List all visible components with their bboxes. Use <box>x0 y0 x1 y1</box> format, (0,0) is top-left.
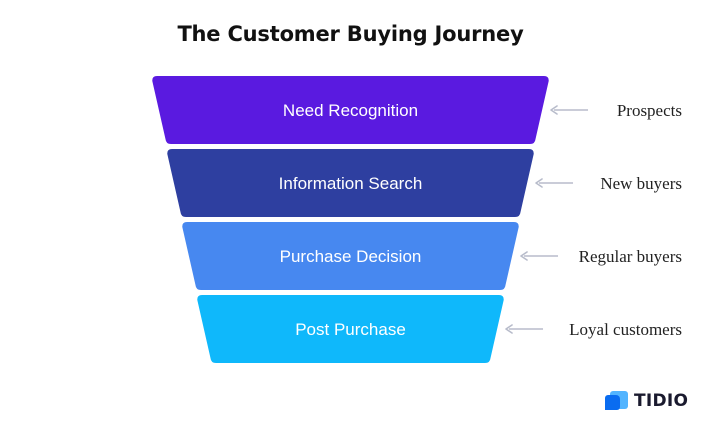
funnel-stage-3 <box>182 222 519 290</box>
customer-segment-label: Loyal customers <box>569 320 682 339</box>
brand-name: TIDIO <box>634 391 689 411</box>
funnel-stage-label: Post Purchase <box>295 320 406 339</box>
customer-segment-label: New buyers <box>600 174 682 193</box>
customer-segment-label: Regular buyers <box>579 247 682 266</box>
arrow-left-icon <box>535 178 543 188</box>
funnel-stage-1 <box>152 76 549 144</box>
arrow-left-icon <box>505 324 513 334</box>
funnel-stage-label: Need Recognition <box>283 101 418 120</box>
funnel-stage-4 <box>197 295 504 363</box>
funnel-stage-label: Purchase Decision <box>280 247 422 266</box>
arrow-left-icon <box>520 251 528 261</box>
arrow-left-icon <box>550 105 558 115</box>
page-title: The Customer Buying Journey <box>177 22 524 46</box>
funnel-stage-label: Information Search <box>279 174 423 193</box>
tidio-logo-icon <box>603 388 629 414</box>
customer-segment-label: Prospects <box>617 101 682 120</box>
brand-logo: TIDIO <box>603 387 688 415</box>
funnel-stage-2 <box>167 149 534 217</box>
